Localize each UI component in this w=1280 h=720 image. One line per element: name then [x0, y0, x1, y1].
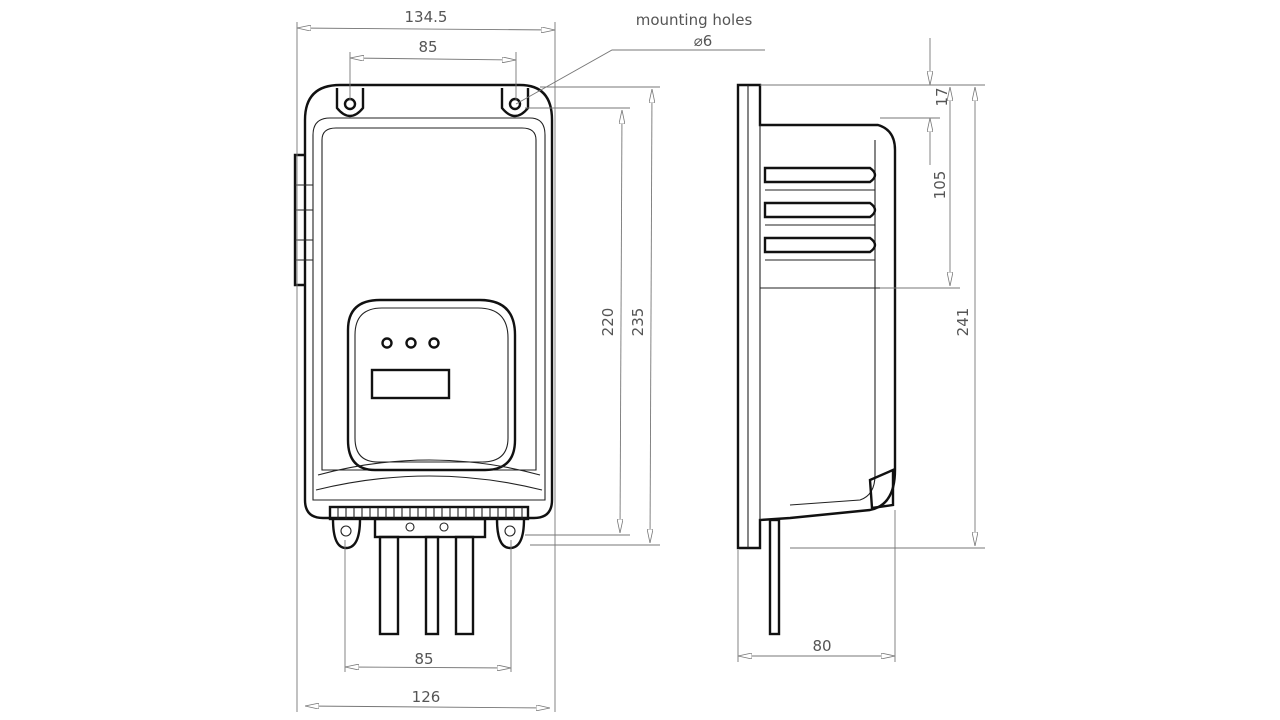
callout-mounting-holes: mounting holes — [636, 11, 753, 29]
led-indicator — [405, 337, 417, 349]
display-panel — [346, 298, 517, 472]
dimensions — [296, 22, 985, 712]
side-ribs — [293, 153, 313, 287]
callout-diameter: ⌀6 — [694, 32, 713, 50]
dim-width-overall: 134.5 — [405, 8, 448, 26]
side-vents — [763, 166, 877, 261]
led-indicator — [428, 337, 440, 349]
output-cables — [378, 535, 475, 636]
side-view — [736, 83, 897, 636]
dim-height-outer: 235 — [629, 308, 647, 337]
dim-depth: 80 — [812, 637, 831, 655]
side-cable — [768, 518, 781, 636]
dim-width-body: 126 — [412, 688, 441, 706]
dim-hole-spacing-bottom: 85 — [414, 650, 433, 668]
top-mounting-ear-right — [500, 88, 530, 118]
dim-height-inner: 220 — [599, 308, 617, 337]
front-view — [293, 83, 554, 636]
bottom-mounting-ears — [331, 518, 526, 550]
dim-hole-spacing-top: 85 — [418, 38, 437, 56]
led-indicator — [381, 337, 393, 349]
lcd-screen — [370, 368, 451, 400]
dim-height-total: 241 — [954, 308, 972, 337]
dim-top-offset: 17 — [933, 87, 951, 106]
dim-vent-height: 105 — [931, 171, 949, 200]
